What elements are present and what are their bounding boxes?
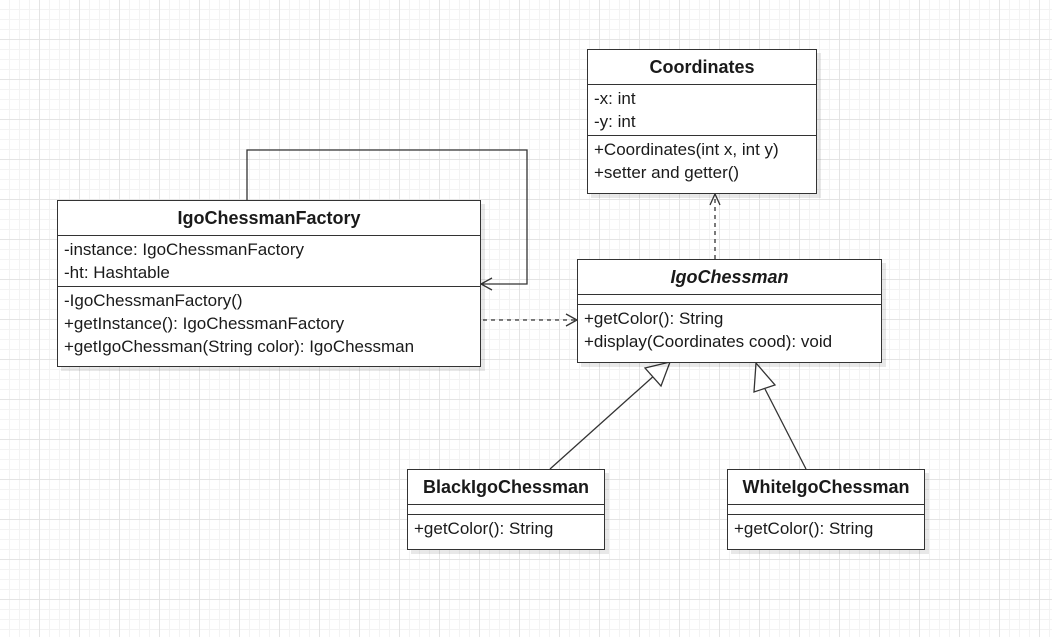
method: +getColor(): String <box>584 309 724 328</box>
factory-self-association <box>246 149 528 285</box>
method: +display(Coordinates cood): void <box>584 332 833 351</box>
attributes-section: -instance: IgoChessmanFactory -ht: Hasht… <box>58 236 480 286</box>
attributes-section <box>728 505 924 514</box>
methods-section: +getColor(): String <box>408 514 604 542</box>
attribute: -x: int <box>594 89 636 108</box>
dependency-igo-to-coordinates-arrowhead <box>709 192 721 206</box>
attributes-section <box>408 505 604 514</box>
generalization-white-line <box>764 388 807 470</box>
methods-section: +getColor(): String <box>728 514 924 542</box>
factory-self-association-arrowhead <box>479 277 493 291</box>
attribute: -ht: Hashtable <box>64 263 170 282</box>
attribute: -instance: IgoChessmanFactory <box>64 240 304 259</box>
class-name: BlackIgoChessman <box>408 470 604 505</box>
class-igo-chessman[interactable]: IgoChessman +getColor(): String +display… <box>577 259 882 363</box>
method: +getIgoChessman(String color): IgoChessm… <box>64 337 415 356</box>
generalization-black-line <box>549 373 657 470</box>
method: +getColor(): String <box>734 519 874 538</box>
class-name: Coordinates <box>588 50 816 85</box>
class-igo-chessman-factory[interactable]: IgoChessmanFactory -instance: IgoChessma… <box>57 200 481 367</box>
attributes-section <box>578 295 881 304</box>
method: +getInstance(): IgoChessmanFactory <box>64 314 345 333</box>
method: -IgoChessmanFactory() <box>64 291 243 310</box>
method: +getColor(): String <box>414 519 554 538</box>
method: +Coordinates(int x, int y) <box>594 140 779 159</box>
class-name: IgoChessmanFactory <box>58 201 480 236</box>
class-black-igo-chessman[interactable]: BlackIgoChessman +getColor(): String <box>407 469 605 550</box>
attribute: -y: int <box>594 112 636 131</box>
method: +setter and getter() <box>594 163 740 182</box>
generalization-black-arrowhead <box>643 361 672 388</box>
class-name: IgoChessman <box>578 260 881 295</box>
class-name: WhiteIgoChessman <box>728 470 924 505</box>
class-white-igo-chessman[interactable]: WhiteIgoChessman +getColor(): String <box>727 469 925 550</box>
methods-section: +Coordinates(int x, int y) +setter and g… <box>588 135 816 186</box>
methods-section: +getColor(): String +display(Coordinates… <box>578 304 881 355</box>
class-coordinates[interactable]: Coordinates -x: int -y: int +Coordinates… <box>587 49 817 194</box>
generalization-white-arrowhead <box>753 361 777 393</box>
attributes-section: -x: int -y: int <box>588 85 816 135</box>
methods-section: -IgoChessmanFactory() +getInstance(): Ig… <box>58 286 480 360</box>
